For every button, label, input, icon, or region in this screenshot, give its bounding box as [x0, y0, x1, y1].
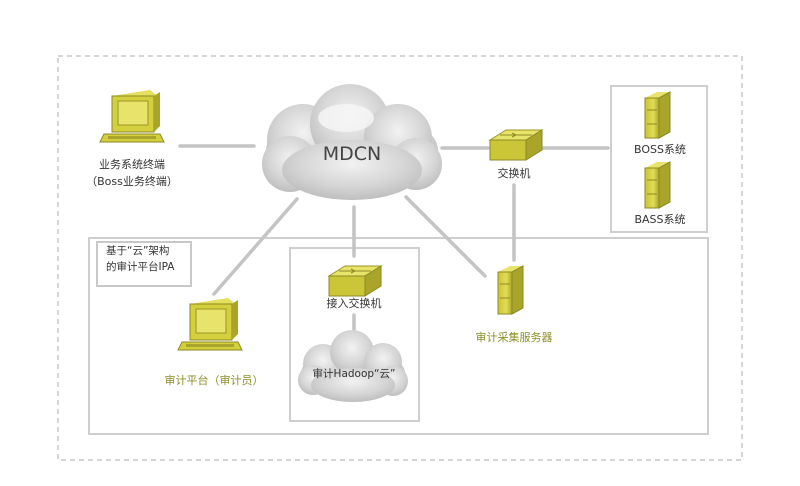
audit-platform-box: [88, 237, 709, 435]
platform-note-box: 基于“云”架构 的审计平台IPA: [96, 241, 192, 287]
audit-platform-label: 审计平台（审计员）: [164, 374, 264, 387]
platform-note-line1: 基于“云”架构: [106, 245, 170, 257]
bass-server-icon: [644, 161, 671, 209]
switch-icon: [488, 129, 544, 161]
boss-label: BOSS系统: [634, 143, 686, 156]
access-switch-label: 接入交换机: [326, 297, 382, 310]
line-mdcn-audit-platform: [212, 197, 299, 296]
switch-label: 交换机: [497, 167, 531, 180]
mdcn-label: MDCN: [322, 143, 382, 165]
business-terminal-label-line1: 业务系统终端: [99, 158, 165, 171]
access-switch-icon: [327, 265, 383, 297]
outer-dashed-frame: [57, 55, 743, 461]
server-group-box: [610, 85, 708, 233]
hadoop-cloud-label: 审计Hadoop“云”: [312, 368, 396, 380]
business-terminal-icon: [99, 90, 165, 143]
audit-server-icon: [497, 265, 524, 315]
audit-platform-icon: [177, 298, 243, 351]
platform-note-line2: 的审计平台IPA: [106, 261, 175, 273]
bass-label: BASS系统: [634, 213, 686, 226]
boss-server-icon: [644, 91, 671, 139]
mdcn-cloud: [262, 84, 442, 200]
hadoop-cloud: [298, 330, 408, 402]
audit-server-label: 审计采集服务器: [475, 331, 553, 344]
line-mdcn-audit-server: [404, 195, 487, 278]
business-terminal-label-line2: （Boss业务终端）: [86, 175, 178, 188]
